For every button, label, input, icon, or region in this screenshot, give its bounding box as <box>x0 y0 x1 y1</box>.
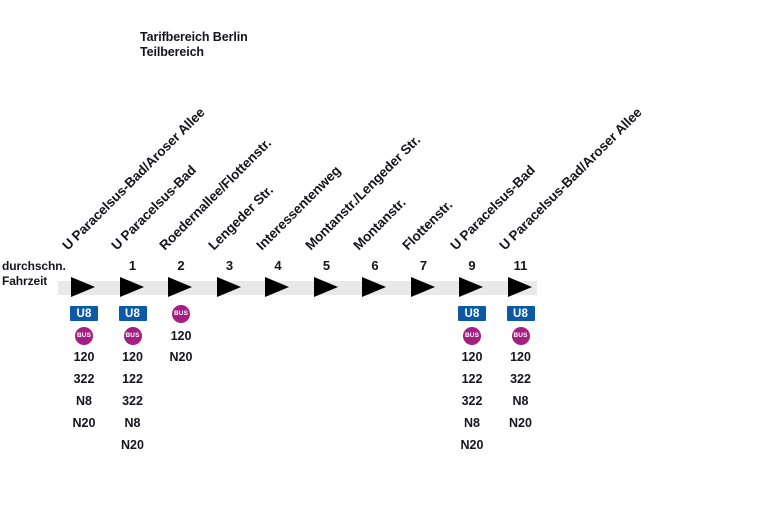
travel-time: 4 <box>274 258 282 273</box>
bus-badge: BUS <box>511 326 530 345</box>
arrow-icon <box>71 277 95 297</box>
connection-slot: U8 <box>62 303 106 325</box>
connection-slot: N20 <box>159 347 203 369</box>
arrow-icon <box>362 277 386 297</box>
connection-slot: 122 <box>111 368 155 390</box>
bus-badge: BUS <box>463 326 481 345</box>
bus-route-number: 322 <box>73 372 95 387</box>
connection-slot: 322 <box>450 390 494 412</box>
connection-slot: N20 <box>111 434 155 456</box>
bus-route-number: 122 <box>461 372 483 387</box>
bus-route-number: N20 <box>169 350 193 365</box>
connection-slot: 120 <box>159 325 203 347</box>
travel-time: 1 <box>128 258 137 273</box>
travel-time: 5 <box>322 258 331 273</box>
connection-slot: 120 <box>450 347 494 369</box>
arrow-icon <box>459 277 483 297</box>
bus-route-number: N20 <box>509 415 532 430</box>
connection-slot: U8 <box>111 303 155 325</box>
bus-route-number: N20 <box>121 437 144 452</box>
connection-slot: N20 <box>62 412 106 434</box>
bus-route-number: 322 <box>122 394 143 409</box>
station-label: U Paracelsus-Bad <box>447 162 539 253</box>
bus-route-number: N20 <box>460 437 484 452</box>
arrow-icon <box>507 277 532 297</box>
travel-time: 11 <box>513 258 528 273</box>
connection-slot: N8 <box>499 390 543 412</box>
bus-badge: BUS <box>75 326 93 345</box>
connection-slot: BUS <box>159 303 203 325</box>
station-label: U Paracelsus-Bad <box>107 162 199 253</box>
connection-slot: BUS <box>111 325 155 347</box>
arrow-icon <box>313 277 338 297</box>
connection-slot: U8 <box>499 303 543 325</box>
connection-slot: BUS <box>62 325 106 347</box>
u8-line-badge: U8 <box>118 306 147 322</box>
bus-route-number: 322 <box>510 372 531 387</box>
connection-slot: N8 <box>450 412 494 434</box>
bus-route-number: 120 <box>170 328 192 343</box>
travel-time: 9 <box>468 258 476 273</box>
bus-route-number: 120 <box>510 350 531 365</box>
arrow-icon <box>168 277 192 297</box>
connection-slot: 120 <box>499 347 543 369</box>
bus-badge: BUS <box>123 326 142 345</box>
bus-route-number: 120 <box>122 350 143 365</box>
bus-route-number: N20 <box>72 415 96 430</box>
bus-route-number: N8 <box>512 394 529 409</box>
arrow-icon <box>265 277 289 297</box>
connection-slot: N20 <box>499 412 543 434</box>
bus-route-number: 122 <box>122 372 143 387</box>
connection-slot: 322 <box>62 368 106 390</box>
u8-line-badge: U8 <box>458 306 486 322</box>
arrow-icon <box>410 277 435 297</box>
connection-slot: N8 <box>111 412 155 434</box>
connection-slot: 120 <box>111 347 155 369</box>
avg-travel-time-line1: durchschn. <box>2 259 66 273</box>
connection-slot: BUS <box>450 325 494 347</box>
bus-route-number: N8 <box>76 394 92 409</box>
tariff-zone-header: Tarifbereich Berlin Teilbereich <box>140 30 248 60</box>
bus-route-number: N8 <box>464 415 480 430</box>
travel-time: 6 <box>371 258 379 273</box>
tariff-zone-line1: Tarifbereich Berlin <box>140 30 248 44</box>
u8-line-badge: U8 <box>506 306 535 322</box>
bus-badge: BUS <box>172 304 190 323</box>
travel-time: 7 <box>419 258 428 273</box>
bus-route-number: 120 <box>73 350 95 365</box>
arrow-icon <box>216 277 241 297</box>
connection-slot: N20 <box>450 434 494 456</box>
bus-route-number: 120 <box>461 350 483 365</box>
bus-route-number: 322 <box>461 394 483 409</box>
tariff-zone-line2: Teilbereich <box>140 45 204 59</box>
connection-slot: 120 <box>62 347 106 369</box>
connection-slot: U8 <box>450 303 494 325</box>
connection-slot: 122 <box>450 368 494 390</box>
connection-slot: 322 <box>499 368 543 390</box>
avg-travel-time-label: durchschn. Fahrzeit <box>2 259 66 289</box>
travel-time: 2 <box>177 258 185 273</box>
arrow-icon <box>119 277 144 297</box>
avg-travel-time-line2: Fahrzeit <box>2 274 48 288</box>
station-label: Interessentenweg <box>253 162 344 253</box>
bus-route-number: N8 <box>124 415 141 430</box>
connection-slot: N8 <box>62 390 106 412</box>
u8-line-badge: U8 <box>70 306 98 322</box>
travel-time: 3 <box>225 258 234 273</box>
connection-slot: 322 <box>111 390 155 412</box>
connection-slot: BUS <box>499 325 543 347</box>
